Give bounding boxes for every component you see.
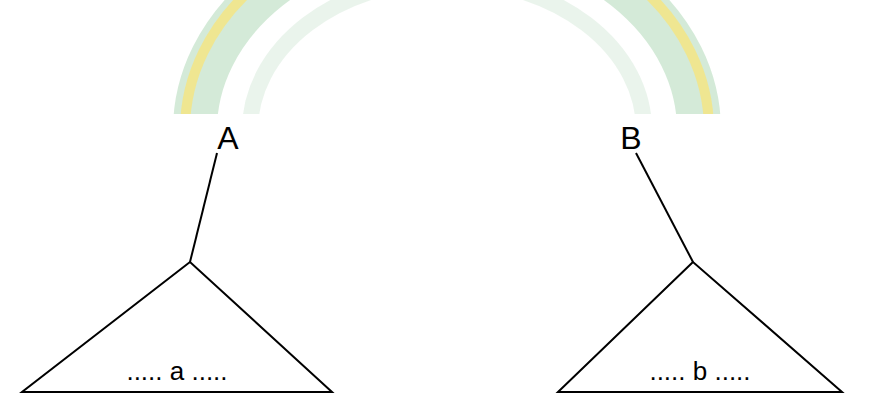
- terminal-string: ..... b .....: [649, 356, 750, 392]
- tree-root-label: A: [217, 121, 238, 155]
- subtree-triangle: ..... b .....: [558, 262, 842, 392]
- tree-branch: [190, 153, 217, 262]
- tree-root-label: B: [620, 121, 641, 155]
- terminal-string: ..... a .....: [126, 356, 227, 392]
- tree-branch: [636, 153, 693, 262]
- subtree-triangle: ..... a .....: [22, 262, 332, 392]
- logo-arc: [0, 0, 894, 144]
